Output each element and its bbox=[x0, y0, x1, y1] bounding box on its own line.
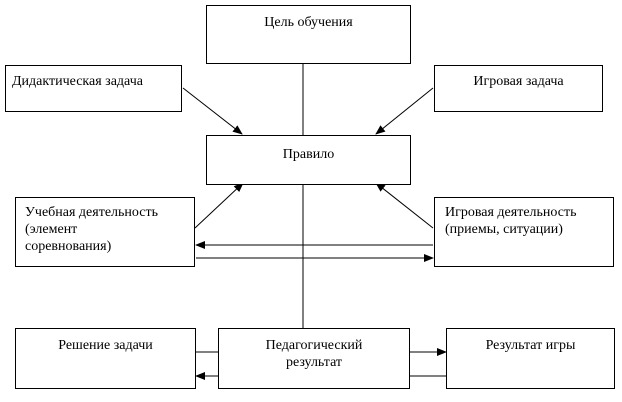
arrow-game-task-to-rule bbox=[375, 87, 434, 135]
node-didactic-task: Дидактическая задача bbox=[5, 65, 182, 112]
node-didactic-task-label: Дидактическая задача bbox=[12, 74, 143, 89]
node-pedagogical-result-line1: Педагогический bbox=[265, 338, 363, 353]
node-game-result: Результат игры bbox=[446, 328, 615, 389]
node-learning-activity: Учебная деятельность (элемент соревнован… bbox=[15, 197, 195, 267]
node-learning-activity-line3: соревнования) bbox=[25, 239, 112, 254]
arrow-didactic-task-to-rule bbox=[182, 87, 243, 135]
node-game-task: Игровая задача bbox=[434, 65, 603, 112]
node-game-activity-line2: (приемы, ситуации) bbox=[445, 222, 563, 237]
node-pedagogical-result: Педагогический результат bbox=[218, 328, 410, 389]
arrow-learning-activity-to-rule bbox=[194, 182, 244, 229]
node-learning-activity-line1: Учебная деятельность bbox=[25, 205, 158, 220]
node-game-task-label: Игровая задача bbox=[473, 74, 564, 89]
node-game-result-label: Результат игры bbox=[485, 338, 576, 353]
node-goal-label: Цель обучения bbox=[264, 15, 353, 30]
node-task-solution-label: Решение задачи bbox=[58, 338, 153, 353]
node-game-activity: Игровая деятельность (приемы, ситуации) bbox=[434, 197, 614, 267]
node-rule: Правило bbox=[206, 135, 411, 185]
node-game-activity-line1: Игровая деятельность bbox=[445, 205, 577, 220]
node-goal: Цель обучения bbox=[206, 5, 411, 64]
arrow-game-activity-to-rule bbox=[375, 182, 434, 229]
node-pedagogical-result-line2: результат bbox=[285, 355, 343, 370]
node-learning-activity-line2: (элемент bbox=[25, 222, 78, 237]
node-task-solution: Решение задачи bbox=[15, 328, 196, 389]
node-rule-label: Правило bbox=[282, 147, 335, 162]
